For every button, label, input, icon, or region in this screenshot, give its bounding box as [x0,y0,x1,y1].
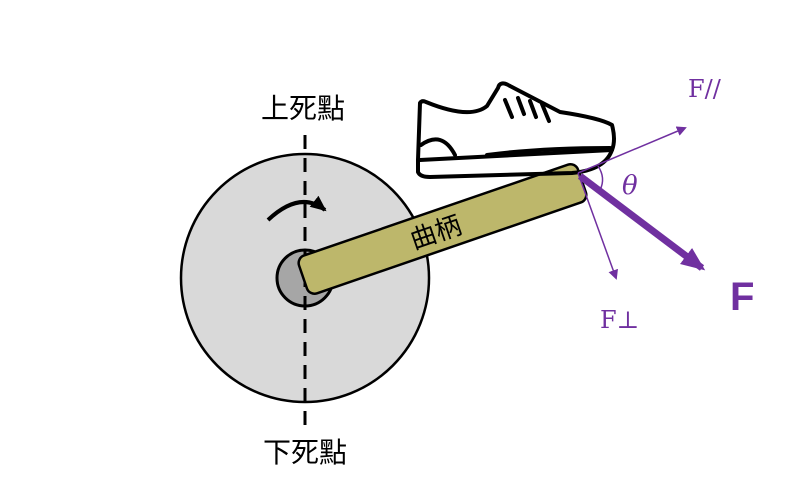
angle-label: θ [622,171,638,201]
force-label: F [730,275,754,319]
force-parallel-arrow [577,126,687,174]
shoe-icon [416,81,616,179]
force-parallel-label: F// [688,75,722,103]
bottom-dead-center-label: 下死點 [263,436,347,469]
force-perpendicular-label: F⊥ [600,306,639,334]
angle-arc [597,165,604,191]
force-perpendicular-arrow [577,172,618,280]
top-dead-center-label: 上死點 [261,92,345,125]
force-arrow [577,173,706,271]
rotation-arrow-icon [266,195,327,222]
